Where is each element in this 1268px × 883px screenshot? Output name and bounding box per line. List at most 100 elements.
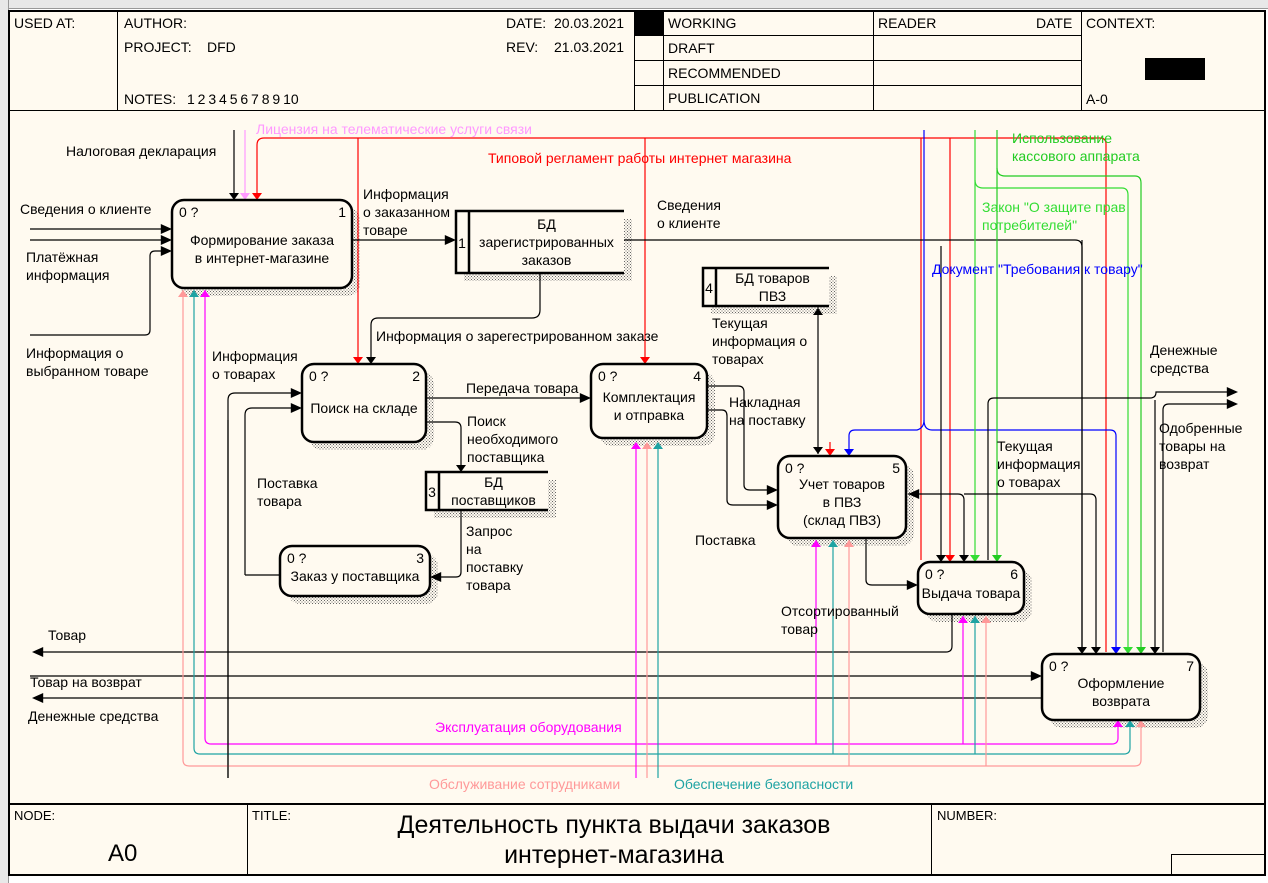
- process-number: 3: [416, 550, 424, 566]
- arrowhead-icon: [766, 500, 778, 510]
- arrow-line: [908, 493, 965, 560]
- arrow-line: [707, 385, 776, 491]
- arrowhead-icon: [813, 447, 823, 454]
- label-return-goods: Товар на возврат: [30, 674, 142, 690]
- header-row-line: [634, 35, 1081, 36]
- label-current-info: Текущая: [997, 438, 1053, 454]
- process-3-supplier-order: [278, 544, 432, 598]
- datastore-1-orders: [456, 211, 624, 273]
- process-label: Учет товаров: [799, 476, 885, 492]
- process-label: Комплектация: [603, 389, 696, 405]
- used-at-label: USED AT:: [14, 15, 76, 31]
- process-label: Формирование заказа: [190, 232, 334, 248]
- arrowhead-icon: [992, 555, 1002, 562]
- process-label: в ПВЗ: [823, 494, 862, 510]
- node-value: A0: [108, 840, 138, 867]
- label-money-out: средства: [1150, 360, 1209, 376]
- arrowhead-icon: [1125, 720, 1135, 727]
- arrow-lines: [30, 130, 1236, 778]
- label-supply-request: поставку: [466, 559, 523, 575]
- label-current-info-db: Текущая: [712, 315, 768, 331]
- process-label: (склад ПВЗ): [803, 512, 881, 528]
- label-approved-returns: возврат: [1159, 456, 1210, 472]
- arrowhead-icon: [631, 442, 641, 449]
- diagram-title-line1: Деятельность пункта выдачи заказов: [397, 811, 831, 839]
- node-label: NODE:: [14, 808, 56, 823]
- label-client-info-db: о клиенте: [657, 215, 721, 231]
- arrow-heads: [32, 193, 1238, 727]
- idef0-frame: [8, 10, 1266, 876]
- security-line: [193, 290, 1131, 755]
- arrowhead-icon: [945, 555, 955, 562]
- label-goods-info: о товарах: [212, 366, 275, 382]
- document-line: [923, 419, 1117, 652]
- context-label: CONTEXT:: [1086, 15, 1156, 31]
- label-current-info-db: товарах: [712, 351, 764, 367]
- cash-line: [996, 167, 1142, 652]
- label-current-info: о товарах: [997, 474, 1060, 490]
- arrowhead-icon: [32, 647, 44, 657]
- process-cost: 0 ?: [179, 204, 199, 220]
- process-number: 1: [338, 204, 346, 220]
- label-supplier-search: необходимого: [467, 431, 558, 447]
- process-5-pvz-accounting: [776, 454, 908, 540]
- arrowhead-icon: [1113, 720, 1123, 727]
- arrowhead-icon: [366, 357, 376, 364]
- number-label: NUMBER:: [937, 808, 997, 823]
- status-working-marker[interactable]: [635, 11, 663, 35]
- arrowhead-icon: [981, 616, 991, 623]
- notes-value: 1 2 3 4 5 6 7 8 9 10: [187, 91, 299, 107]
- document-line: [848, 130, 925, 454]
- process-number: 5: [892, 460, 900, 476]
- status-working: WORKING: [668, 15, 737, 31]
- status-recommended: RECOMMENDED: [668, 65, 781, 81]
- arrowhead-icon: [189, 290, 199, 297]
- arrowhead-icon: [430, 572, 442, 582]
- arrow-line: [964, 493, 1097, 652]
- arrowhead-icon: [160, 246, 172, 256]
- label-goods-supply: Поставка: [257, 475, 318, 491]
- process-number: 4: [693, 368, 701, 384]
- arrow-line: [987, 391, 1236, 560]
- arrowhead-icon: [906, 580, 918, 590]
- arrow-line: [30, 250, 170, 336]
- header-row-line: [634, 85, 1081, 86]
- notes-label: NOTES:: [124, 91, 177, 107]
- label-supply-request: на: [466, 541, 482, 557]
- arrowhead-icon: [958, 616, 968, 623]
- label-payment-info: информация: [26, 267, 109, 283]
- label-ordered-item-info: товаре: [363, 222, 408, 238]
- arrow-line: [426, 421, 462, 470]
- arrowhead-icon: [252, 193, 262, 200]
- equipment-line: [204, 290, 1119, 745]
- store-border: [701, 266, 829, 308]
- label-cash-register: Использование: [1012, 130, 1112, 146]
- arrowhead-icon: [160, 235, 172, 245]
- process-6-goods-issue: [916, 560, 1026, 616]
- arrowhead-icon: [640, 357, 650, 364]
- arrowhead-icon: [1150, 647, 1160, 654]
- process-label: и отправка: [614, 407, 685, 423]
- label-client-info: Сведения о клиенте: [20, 201, 152, 217]
- regulation-line: [256, 137, 1107, 652]
- project-value: DFD: [207, 39, 236, 55]
- process-label: в интернет-магазине: [195, 250, 330, 266]
- arrowhead-icon: [353, 357, 363, 364]
- status-draft: DRAFT: [668, 40, 715, 56]
- label-money: Денежные средства: [28, 708, 159, 724]
- process-label: Выдача товара: [922, 585, 1021, 601]
- label-supply-request: Запрос: [466, 523, 512, 539]
- arrowhead-icon: [32, 693, 44, 703]
- arrowhead-icon: [970, 616, 980, 623]
- arrowhead-icon: [811, 540, 821, 547]
- arrowhead-icon: [908, 489, 920, 499]
- number-box: [1171, 854, 1266, 876]
- label-tax-declaration: Налоговая декларация: [66, 143, 216, 159]
- arrowhead-icon: [1091, 647, 1101, 654]
- label-selected-item-info: выбранном товаре: [26, 363, 149, 379]
- label-goods-supply: товара: [257, 493, 302, 509]
- label-consumer-law: Закон "О защите прав: [982, 199, 1126, 215]
- label-supplier-search: поставщика: [467, 449, 545, 465]
- status-publication: PUBLICATION: [668, 90, 761, 106]
